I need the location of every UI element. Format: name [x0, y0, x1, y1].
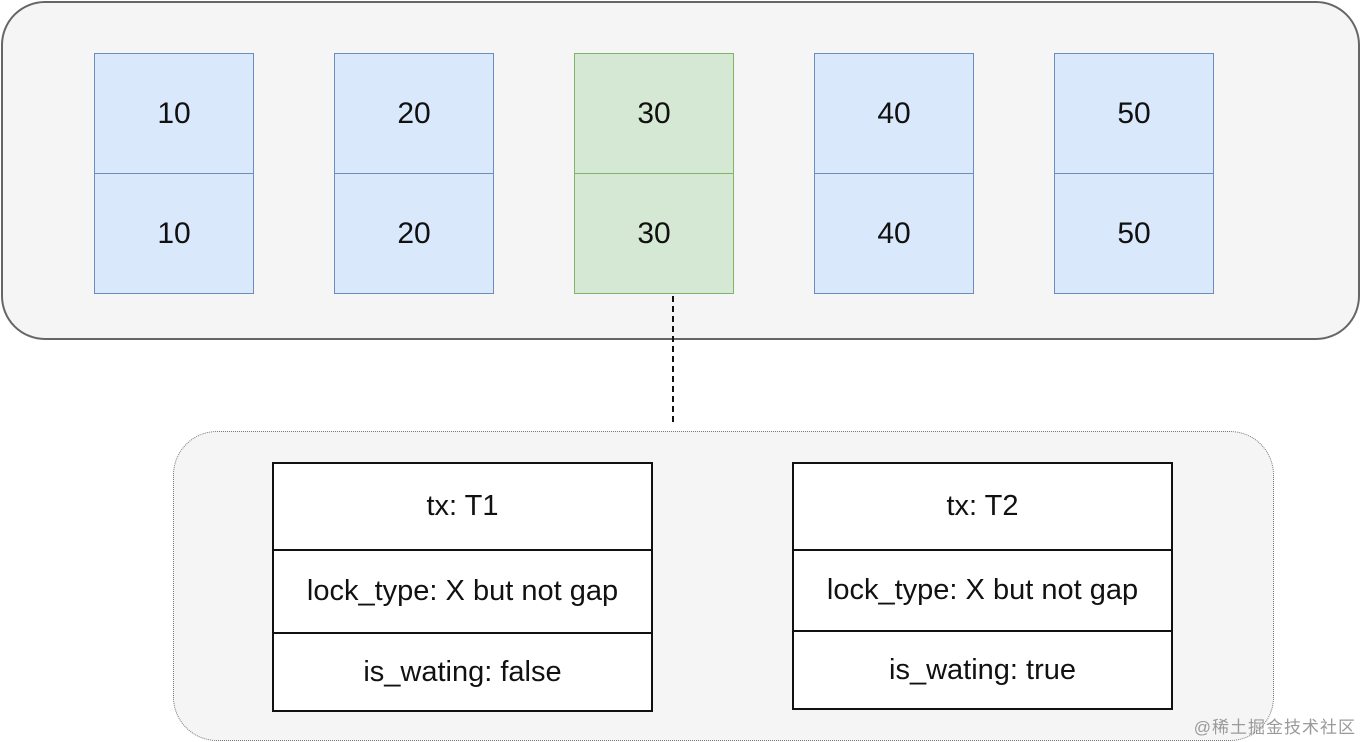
dashed-connector-line [672, 296, 674, 422]
lock-waiting-field: is_wating: false [274, 632, 651, 710]
lock-list-container: tx: T1 lock_type: X but not gap is_watin… [173, 431, 1274, 741]
record-key-cell: 30 [574, 53, 734, 174]
index-record-40: 40 40 [814, 53, 974, 294]
index-record-30-locked: 30 30 [574, 53, 734, 294]
watermark: @稀土掘金技术社区 [1193, 718, 1356, 737]
lock-type-field: lock_type: X but not gap [794, 549, 1171, 630]
lock-waiting-field: is_wating: true [794, 630, 1171, 708]
record-key-cell: 40 [814, 53, 974, 174]
lock-tx-field: tx: T1 [426, 490, 499, 522]
lock-struct-t1: tx: T1 lock_type: X but not gap is_watin… [272, 462, 653, 712]
index-page-container: 10 10 20 20 30 30 40 40 50 50 [1, 1, 1360, 340]
record-value-cell: 40 [814, 173, 974, 294]
record-key-cell: 50 [1054, 53, 1214, 174]
record-value-cell: 10 [94, 173, 254, 294]
record-value-cell: 30 [574, 173, 734, 294]
lock-struct-t2: tx: T2 lock_type: X but not gap is_watin… [792, 462, 1173, 710]
lock-type-field: lock_type: X but not gap [274, 549, 651, 632]
lock-tx-field: tx: T2 [946, 490, 1019, 522]
record-key-cell: 20 [334, 53, 494, 174]
index-record-10: 10 10 [94, 53, 254, 294]
record-value-cell: 20 [334, 173, 494, 294]
index-record-20: 20 20 [334, 53, 494, 294]
index-record-50: 50 50 [1054, 53, 1214, 294]
record-value-cell: 50 [1054, 173, 1214, 294]
record-key-cell: 10 [94, 53, 254, 174]
